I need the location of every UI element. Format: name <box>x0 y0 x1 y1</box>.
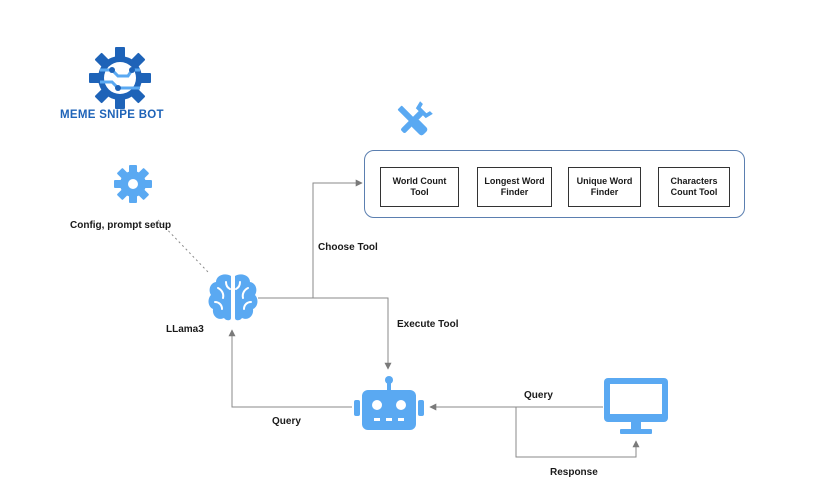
wrench-screwdriver-icon <box>397 101 433 136</box>
tool-label-line2: Finder <box>500 187 529 197</box>
edge-label-choose-tool: Choose Tool <box>318 242 378 253</box>
tool-label-line1: Characters <box>670 176 718 186</box>
tool-label-line1: Unique Word <box>576 176 633 186</box>
tool-world-count[interactable]: World Count Tool <box>380 167 459 207</box>
edge-label-query-llm: Query <box>272 416 301 427</box>
gear-icon <box>114 165 152 203</box>
brain-icon <box>208 274 258 321</box>
edge-label-response: Response <box>550 467 598 478</box>
edge-execute-tool <box>313 297 392 370</box>
edge-label-query-user: Query <box>524 390 553 401</box>
tool-characters-count[interactable]: Characters Count Tool <box>658 167 730 207</box>
logo-title: MEME SNIPE BOT <box>60 109 164 121</box>
monitor-icon <box>604 378 668 434</box>
tool-unique-word-finder[interactable]: Unique Word Finder <box>568 167 641 207</box>
tool-longest-word-finder[interactable]: Longest Word Finder <box>477 167 552 207</box>
edge-config <box>157 219 209 273</box>
llm-label: LLama3 <box>166 324 204 335</box>
tool-label-line2: Count Tool <box>670 187 718 197</box>
edge-response <box>515 407 640 458</box>
logo-icon <box>89 47 151 109</box>
tool-label-line1: Longest Word <box>484 176 545 186</box>
tool-label-line2: Finder <box>590 187 619 197</box>
edge-choose-tool <box>258 179 363 299</box>
edge-query-to-llm <box>228 329 352 408</box>
tool-label-line1: World Count Tool <box>392 176 447 197</box>
edge-label-execute-tool: Execute Tool <box>397 319 459 330</box>
tools-panel <box>364 150 745 218</box>
config-label: Config, prompt setup <box>70 220 172 231</box>
robot-icon <box>354 376 424 430</box>
